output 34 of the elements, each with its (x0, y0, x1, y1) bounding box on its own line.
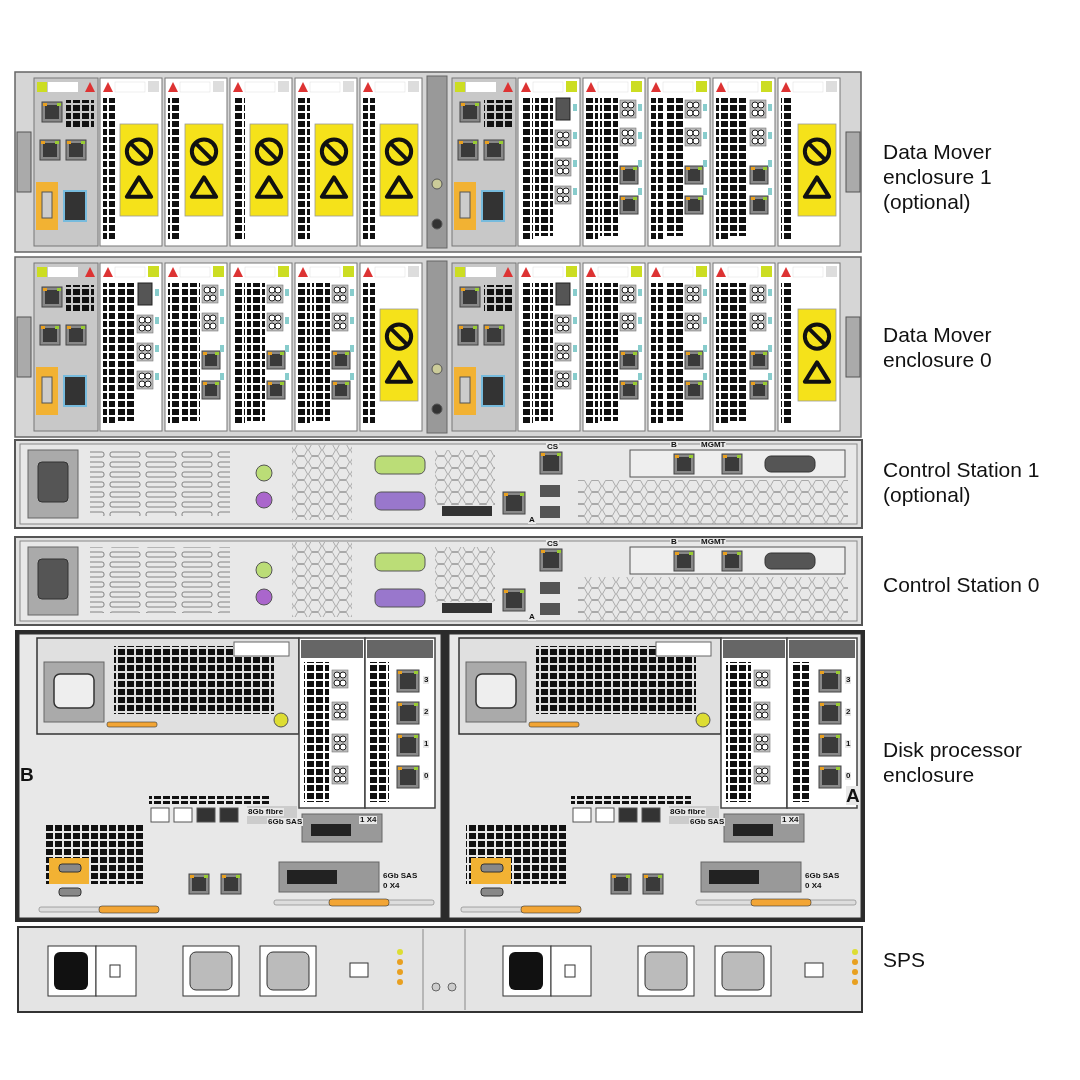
port-label: MGMT (700, 538, 727, 546)
port-label: 0 (423, 772, 430, 780)
port-label: 0 X4 (804, 882, 823, 890)
port-label: 3 (845, 676, 852, 684)
enclosure-label: Data Mover enclosure 1 (optional) (883, 140, 993, 215)
enclosure-label: SPS (883, 948, 927, 973)
port-label: 1 (423, 740, 430, 748)
port-label: 8Gb fibre (669, 808, 707, 816)
enclosure-label: Control Station 0 (883, 573, 1041, 598)
port-label: 6Gb SAS (804, 872, 841, 880)
port-label: 1 X4 (359, 816, 378, 824)
port-label: A (528, 613, 536, 621)
port-label: 1 X4 (781, 816, 800, 824)
enclosure-label: Control Station 1 (optional) (883, 458, 1041, 508)
enclosure-label: Data Mover enclosure 0 (883, 323, 993, 373)
port-label: 0 X4 (382, 882, 401, 890)
side-label: B (20, 765, 34, 784)
port-label: 6Gb SAS (689, 818, 726, 826)
port-label: 2 (423, 708, 430, 716)
port-label: CS (546, 540, 560, 548)
port-label: MGMT (700, 441, 727, 449)
port-label: 1 (845, 740, 852, 748)
port-label: 0 (845, 772, 852, 780)
port-label: A (528, 516, 536, 524)
port-label: B (670, 441, 678, 449)
port-label: 3 (423, 676, 430, 684)
enclosure-label: Disk processor enclosure (883, 738, 1023, 788)
port-label: 2 (845, 708, 852, 716)
port-label: 8Gb fibre (247, 808, 285, 816)
port-label: B (670, 538, 678, 546)
port-label: CS (546, 443, 560, 451)
side-label: A (846, 786, 860, 805)
port-label: 6Gb SAS (267, 818, 304, 826)
port-label: 6Gb SAS (382, 872, 419, 880)
